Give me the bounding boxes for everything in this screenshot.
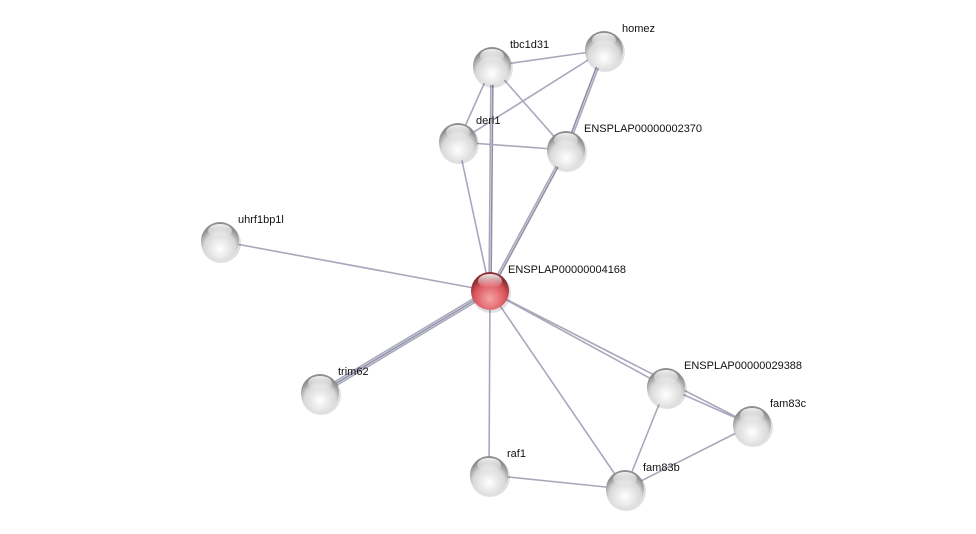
edge-center-fam83c[interactable] — [489, 290, 753, 426]
node-p2370[interactable]: ENSPLAP00000002370 — [547, 123, 702, 172]
edge-raf1-fam83b[interactable] — [488, 474, 626, 490]
node-tbc1d31[interactable]: tbc1d31 — [473, 39, 549, 88]
edge-center-trim62[interactable] — [318, 288, 490, 392]
edge-center-trim62[interactable] — [320, 292, 492, 396]
node-highlight — [740, 408, 764, 422]
node-highlight — [208, 224, 232, 238]
node-highlight — [308, 376, 332, 390]
node-raf1[interactable]: raf1 — [470, 448, 526, 497]
node-label: trim62 — [338, 366, 369, 378]
edge-center-derl1[interactable] — [457, 141, 491, 292]
node-homez[interactable]: homez — [585, 23, 655, 72]
edge-center-p2370[interactable] — [490, 150, 568, 292]
node-label: fam83b — [643, 462, 680, 474]
edge-center-p29388[interactable] — [489, 290, 667, 388]
node-uhrf1bp1l[interactable]: uhrf1bp1l — [201, 214, 284, 263]
edge-homez-derl1[interactable] — [457, 49, 605, 143]
edge-center-uhrf1bp1l[interactable] — [219, 240, 491, 292]
node-trim62[interactable]: trim62 — [301, 366, 369, 415]
node-center[interactable]: ENSPLAP00000004168 — [471, 264, 626, 313]
node-label: ENSPLAP00000004168 — [508, 264, 626, 276]
edge-center-raf1[interactable] — [488, 290, 491, 476]
edge-center-fam83b[interactable] — [489, 290, 626, 490]
node-highlight — [477, 458, 501, 472]
node-highlight — [446, 125, 470, 139]
node-highlight — [654, 370, 678, 384]
node-label: tbc1d31 — [510, 39, 549, 51]
node-label: homez — [622, 23, 655, 35]
node-fam83b[interactable]: fam83b — [606, 462, 680, 511]
node-label: uhrf1bp1l — [238, 214, 284, 226]
edge-center-trim62[interactable] — [319, 290, 491, 394]
node-highlight — [613, 472, 637, 486]
node-highlight — [554, 133, 578, 147]
node-label: ENSPLAP00000002370 — [584, 123, 702, 135]
node-label: derl1 — [476, 115, 500, 127]
node-label: ENSPLAP00000029388 — [684, 360, 802, 372]
node-p29388[interactable]: ENSPLAP00000029388 — [647, 360, 802, 409]
node-label: raf1 — [507, 448, 526, 460]
node-highlight — [592, 33, 616, 47]
edge-center-p2370[interactable] — [488, 149, 566, 291]
edge-center-tbc1d31[interactable] — [488, 65, 492, 291]
node-label: fam83c — [770, 398, 807, 410]
node-highlight — [480, 49, 504, 63]
edge-center-tbc1d31[interactable] — [490, 66, 494, 292]
node-highlight — [478, 274, 502, 288]
node-fam83c[interactable]: fam83c — [733, 398, 807, 447]
edge-fam83c-fam83b[interactable] — [624, 424, 753, 490]
node-derl1[interactable]: derl1 — [439, 115, 500, 164]
